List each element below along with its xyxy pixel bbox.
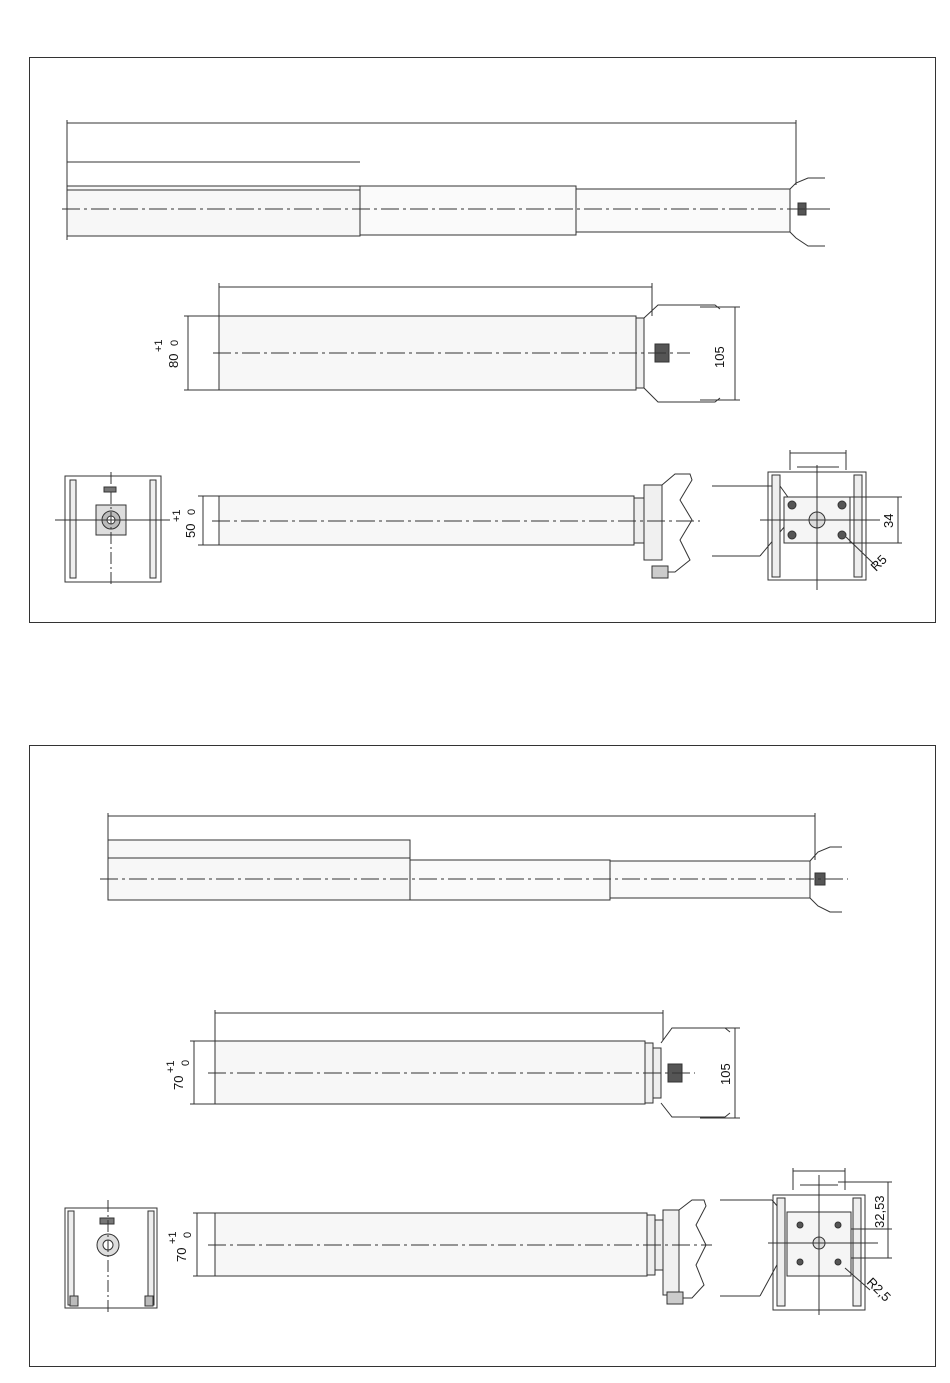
bottom-dim-r2-5: R2,5 [864, 1275, 894, 1305]
bottom-dim-70-tol: +1 [165, 1060, 177, 1073]
bottom-dim-70b-tol: +1 [167, 1231, 179, 1244]
top-dim-50-tol-low: 0 [186, 509, 198, 515]
bottom-dim-70b: 70 [174, 1248, 189, 1262]
top-dim-105: 105 [712, 346, 727, 368]
bottom-end-view-left [65, 1200, 157, 1312]
top-dim-80-tol-low: 0 [169, 340, 181, 346]
top-dim-80: 80 [166, 354, 181, 368]
top-dim-34: 34 [881, 514, 896, 528]
bottom-dim-70: 70 [171, 1076, 186, 1090]
bottom-single-tube-view [190, 1010, 740, 1118]
bottom-dim-105: 105 [718, 1063, 733, 1085]
bottom-dim-32-53: 32,53 [872, 1195, 887, 1228]
bottom-side-view [193, 1200, 712, 1304]
bottom-dim-70-tol-low: 0 [180, 1060, 192, 1066]
top-dim-80-tol: +1 [153, 339, 165, 352]
top-dim-50: 50 [183, 524, 198, 538]
top-end-view-left [55, 472, 170, 585]
top-single-tube-view [184, 283, 740, 402]
bottom-telescopic-view [100, 813, 848, 912]
bottom-bracket-plate-view [720, 1168, 892, 1315]
top-dim-r5: R5 [868, 552, 890, 574]
top-side-view [198, 474, 700, 578]
top-dim-50-tol: +1 [171, 509, 183, 522]
top-telescopic-view [62, 120, 830, 246]
bottom-dim-70b-tol-low: 0 [182, 1232, 194, 1238]
